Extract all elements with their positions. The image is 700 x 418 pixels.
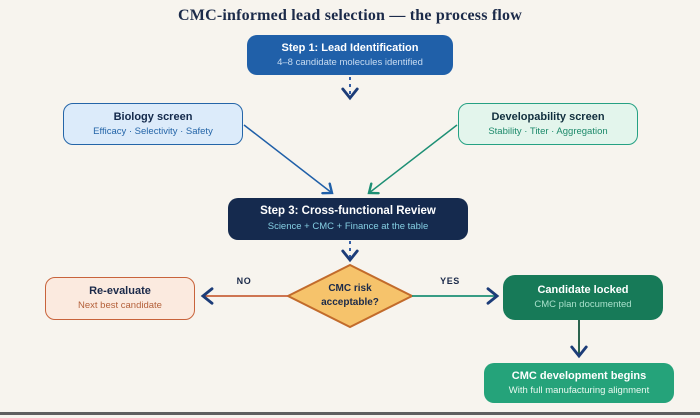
node-title: Re-evaluate: [89, 285, 151, 298]
node-re-evaluate: Re-evaluate Next best candidate: [45, 277, 195, 320]
window-bottom-edge: [0, 412, 700, 415]
decision-line2: acceptable?: [321, 296, 379, 308]
node-title: Step 3: Cross-functional Review: [260, 205, 436, 218]
edge-label-no: NO: [236, 276, 252, 286]
arrow-biology-to-step3: [243, 124, 334, 195]
node-cmc-development-begins: CMC development begins With full manufac…: [484, 363, 674, 403]
node-step1-lead-identification: Step 1: Lead Identification 4–8 candidat…: [247, 35, 453, 75]
arrow-developability-to-step3: [367, 124, 458, 195]
node-developability-screen: Developability screen Stability · Titer …: [458, 103, 638, 145]
node-title: CMC development begins: [511, 369, 647, 382]
node-subtitle: 4–8 candidate molecules identified: [277, 56, 423, 68]
node-subtitle: CMC plan documented: [534, 299, 632, 311]
node-subtitle: Science + CMC + Finance at the table: [267, 221, 429, 233]
decision-label: CMC risk acceptable?: [298, 282, 402, 309]
node-title: Biology screen: [113, 110, 193, 123]
node-title: Developability screen: [491, 110, 605, 123]
node-title: Candidate locked: [537, 284, 629, 297]
edge-label-yes: YES: [440, 276, 460, 286]
decision-line1: CMC risk: [328, 283, 372, 294]
node-subtitle: Stability · Titer · Aggregation: [488, 125, 608, 137]
node-candidate-locked: Candidate locked CMC plan documented: [503, 275, 663, 320]
node-subtitle: With full manufacturing alignment: [508, 384, 650, 396]
node-step3-cross-functional-review: Step 3: Cross-functional Review Science …: [228, 198, 468, 240]
node-title: Step 1: Lead Identification: [281, 41, 419, 54]
node-subtitle: Next best candidate: [78, 300, 162, 312]
diagram-title: CMC-informed lead selection — the proces…: [178, 7, 522, 24]
node-biology-screen: Biology screen Efficacy · Selectivity · …: [63, 103, 243, 145]
node-subtitle: Efficacy · Selectivity · Safety: [93, 125, 213, 137]
